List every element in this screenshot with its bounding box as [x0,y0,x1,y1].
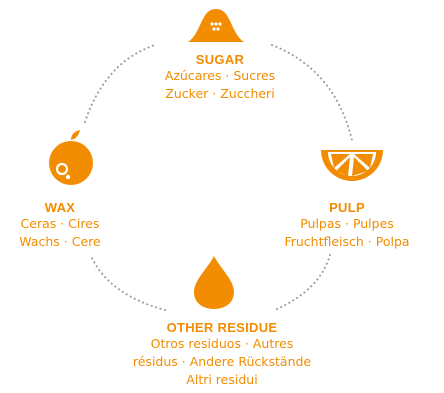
sugar-line-2: Zucker · Zuccheri [165,86,275,101]
arc-wax-to-sugar [84,44,156,123]
residue-line-1: Otros residuos · Autres [150,336,294,351]
pulp-title: PULP [329,200,365,215]
drop-icon [194,256,234,309]
residue-line-3: Altri residui [186,372,258,387]
residue-line-2: résidus · Andere Rückstände [132,354,312,369]
arc-sugar-to-pulp [271,44,353,141]
wax-node: WAX Ceras · Cires Wachs · Cere [0,200,130,251]
arc-residue-to-wax [91,257,166,311]
sugar-line-1: Azúcares · Sucres [164,68,276,83]
wax-line-2: Wachs · Cere [19,234,101,249]
wax-title: WAX [44,200,76,215]
residue-node: OTHER RESIDUE Otros residuos · Autres ré… [72,320,372,389]
orange-slice-icon [321,150,383,181]
wax-line-1: Ceras · Cires [20,216,100,231]
sugar-title: SUGAR [195,52,245,67]
arc-pulp-to-residue [274,254,331,311]
sugar-node: SUGAR Azúcares · Sucres Zucker · Zuccher… [100,52,340,103]
pulp-node: PULP Pulpas · Pulpes Fruchtfleisch · Pol… [222,200,444,251]
residue-title: OTHER RESIDUE [166,320,278,335]
pulp-line-2: Fruchtfleisch · Polpa [284,234,410,249]
sugar-pile-icon [188,9,244,42]
pulp-line-1: Pulpas · Pulpes [300,216,394,231]
orange-fruit-icon [49,130,93,185]
